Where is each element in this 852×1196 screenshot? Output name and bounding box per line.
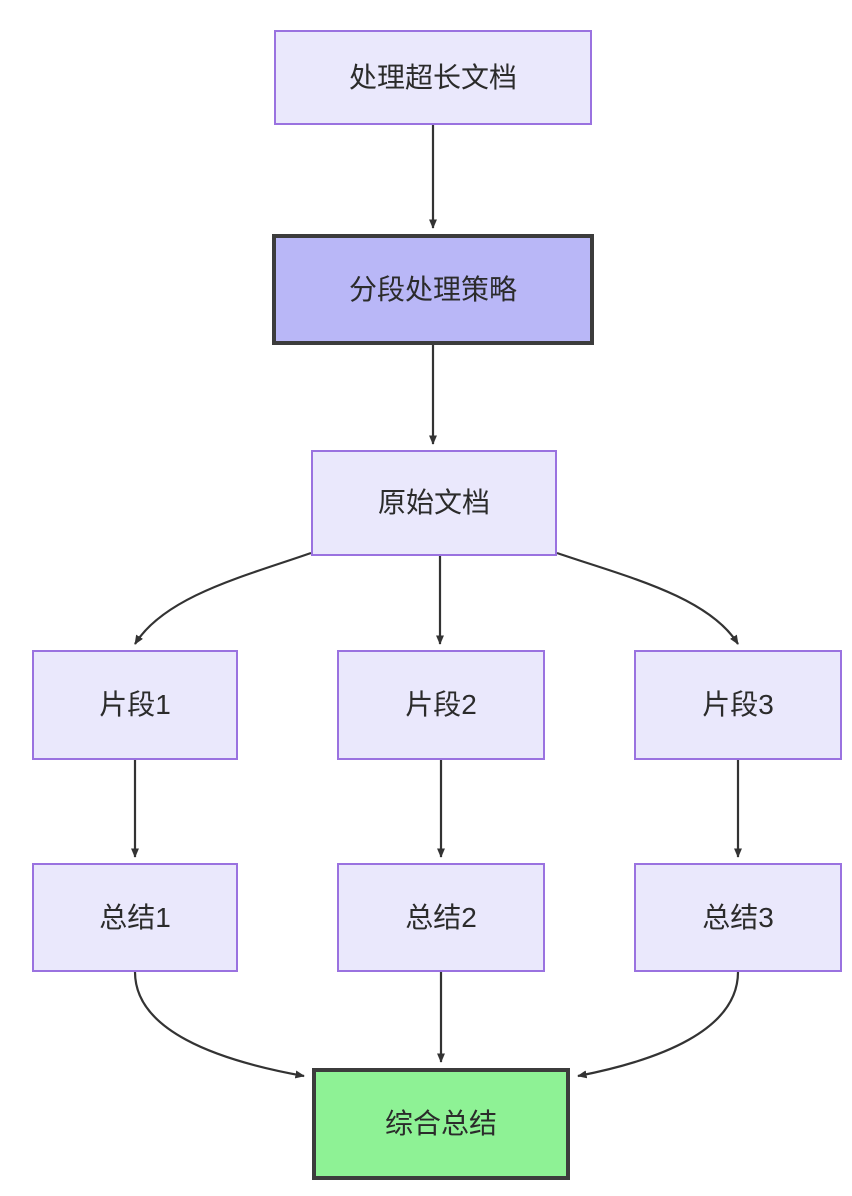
node-label: 总结2 <box>405 901 477 933</box>
node-label: 总结1 <box>99 901 171 933</box>
node-label: 处理超长文档 <box>348 61 517 93</box>
node-label: 片段1 <box>99 689 171 721</box>
node-label: 原始文档 <box>377 487 490 519</box>
flowchart-node-n7[interactable]: 总结1 <box>32 863 238 972</box>
flowchart-node-n3[interactable]: 原始文档 <box>311 450 557 556</box>
node-label: 片段3 <box>702 689 774 721</box>
flowchart-edge-n7-to-n10 <box>133 971 305 1079</box>
flowchart-node-n5[interactable]: 片段2 <box>337 650 545 760</box>
node-label: 综合总结 <box>384 1108 497 1140</box>
flowchart-node-n4[interactable]: 片段1 <box>32 650 238 760</box>
flowchart-node-n1[interactable]: 处理超长文档 <box>274 30 592 125</box>
node-label: 分段处理策略 <box>348 273 517 305</box>
flowchart-node-n2[interactable]: 分段处理策略 <box>272 234 594 345</box>
flowchart-edge-n9-to-n10 <box>577 971 740 1079</box>
node-label: 总结3 <box>702 901 774 933</box>
flowchart-node-n10[interactable]: 综合总结 <box>312 1068 570 1180</box>
flowchart-edge-n3-to-n6 <box>556 551 739 645</box>
node-label: 片段2 <box>405 689 477 721</box>
flowchart-edge-n3-to-n4 <box>134 551 312 645</box>
flowchart-node-n6[interactable]: 片段3 <box>634 650 842 760</box>
flowchart-node-n9[interactable]: 总结3 <box>634 863 842 972</box>
flowchart-node-n8[interactable]: 总结2 <box>337 863 545 972</box>
